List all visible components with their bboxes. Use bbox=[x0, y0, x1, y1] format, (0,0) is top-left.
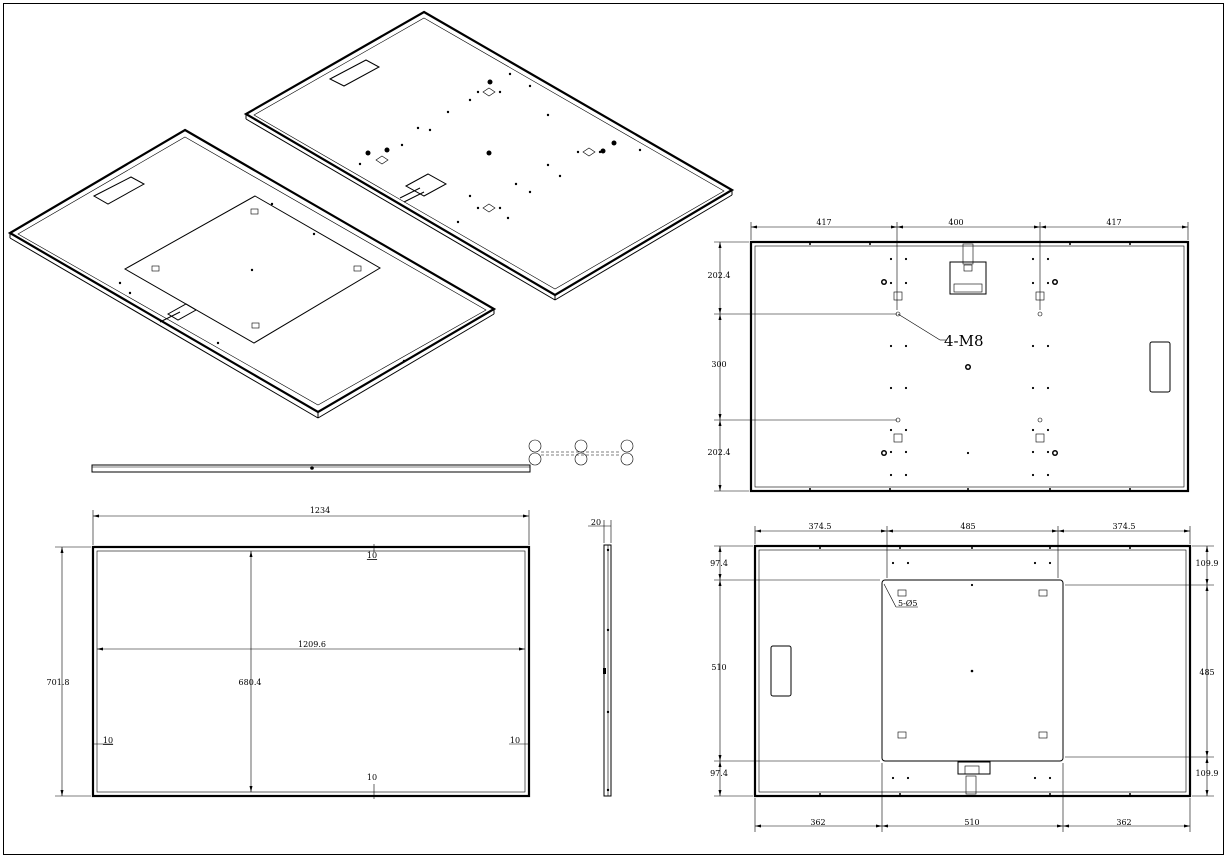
dim-bottom-center: 510 bbox=[964, 818, 979, 827]
dim-frame-left: 10 bbox=[103, 736, 113, 745]
dim-left-middle: 510 bbox=[711, 663, 726, 672]
dim-inner-height: 680.4 bbox=[239, 678, 262, 687]
dim-right-middle: 485 bbox=[1199, 668, 1214, 677]
dim-left-spacing: 417 bbox=[816, 218, 831, 227]
mount-holes bbox=[881, 279, 1058, 456]
vent-slot bbox=[1149, 341, 1171, 393]
callout-m8: 4-M8 bbox=[944, 332, 984, 350]
mount-bracket bbox=[949, 261, 987, 295]
vent-slot bbox=[92, 176, 146, 205]
dim-top-right: 374.5 bbox=[1113, 522, 1136, 531]
dim-left-bottom: 97.4 bbox=[710, 769, 728, 778]
mount-plate bbox=[881, 579, 1064, 762]
front-view: 1234 701.8 1209.6 680.4 10 10 10 10 bbox=[47, 506, 531, 799]
dim-right-spacing: 417 bbox=[1106, 218, 1121, 227]
dim-frame-bottom: 10 bbox=[367, 773, 377, 782]
mount-bracket bbox=[404, 173, 448, 197]
dim-left-top: 97.4 bbox=[710, 559, 728, 568]
rear-view-bottom: 374.5 485 374.5 97.4 510 97.4 109.9 485 … bbox=[710, 522, 1218, 832]
dim-overall-width: 1234 bbox=[310, 506, 330, 515]
dim-depth: 20 bbox=[591, 518, 601, 527]
dim-right-bottom: 109.9 bbox=[1196, 769, 1219, 778]
dim-top-center: 485 bbox=[960, 522, 975, 531]
dim-center-spacing: 400 bbox=[948, 218, 963, 227]
dim-frame-right: 10 bbox=[510, 736, 520, 745]
frame-inner bbox=[96, 550, 526, 793]
vent-slot bbox=[770, 645, 792, 697]
frame-outer bbox=[91, 545, 531, 798]
rear-view-top: 417 400 417 202.4 300 202.4 bbox=[708, 218, 1190, 493]
callout-holes: 5-Ø5 bbox=[898, 599, 917, 608]
panel-outline bbox=[749, 240, 1190, 493]
dim-bottom-left: 362 bbox=[810, 818, 825, 827]
dim-middle-spacing: 300 bbox=[711, 360, 726, 369]
side-view: 20 bbox=[588, 518, 612, 797]
dim-top-left: 374.5 bbox=[809, 522, 832, 531]
dim-lower-offset: 202.4 bbox=[708, 448, 731, 457]
dim-frame-top: 10 bbox=[367, 551, 377, 560]
connector bbox=[167, 303, 197, 321]
mount-holes bbox=[358, 72, 642, 224]
isometric-back-view bbox=[243, 10, 735, 301]
dim-bottom-right: 362 bbox=[1116, 818, 1131, 827]
sheet-border bbox=[3, 3, 1224, 855]
dim-overall-height: 701.8 bbox=[47, 678, 70, 687]
vent-slot bbox=[328, 59, 381, 87]
dim-inner-width: 1209.6 bbox=[298, 640, 326, 649]
panel-outline bbox=[753, 544, 1192, 798]
side-profile-view bbox=[91, 439, 634, 473]
mount-bracket bbox=[957, 761, 991, 775]
mount-plate bbox=[123, 195, 381, 344]
dim-upper-offset: 202.4 bbox=[708, 271, 731, 280]
isometric-front-view bbox=[7, 128, 497, 419]
dim-right-top: 109.9 bbox=[1196, 559, 1219, 568]
